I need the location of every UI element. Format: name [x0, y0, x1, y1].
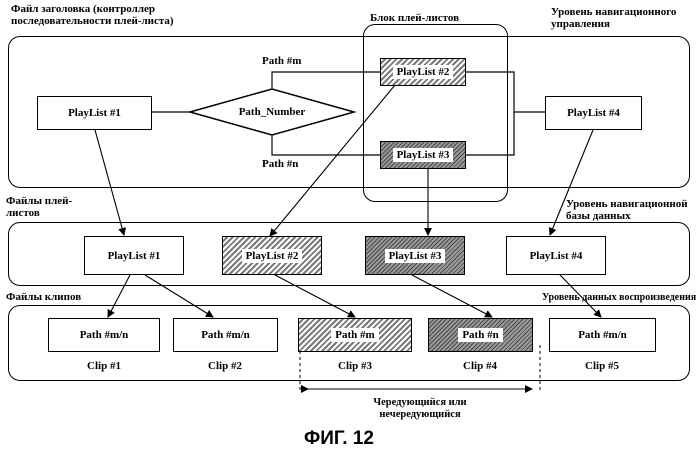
clip-4-box: Path #n [428, 318, 533, 352]
path-m-label: Path #m [262, 55, 301, 67]
file-playlist-3-text: PlayList #3 [385, 249, 446, 263]
clip-2-box: Path #m/n [173, 318, 278, 352]
clip-3-box-text: Path #m [331, 328, 378, 342]
path-number-label: Path_Number [222, 106, 322, 118]
nav-playlist-3-text: PlayList #3 [393, 148, 454, 162]
clip-4-box-text: Path #n [458, 328, 502, 342]
nav-playlist-4: PlayList #4 [545, 96, 642, 130]
nav-playlist-1: PlayList #1 [37, 96, 152, 130]
clip-5-label: Clip #5 [552, 360, 652, 372]
playlist-block-label: Блок плей-листов [370, 12, 459, 24]
nav-playlist-3: PlayList #3 [380, 141, 466, 169]
file-playlist-1: PlayList #1 [84, 236, 184, 275]
nav-db-level-label: Уровень навигационной базы данных [566, 198, 688, 222]
nav-playlist-2: PlayList #2 [380, 58, 466, 86]
clip-files-label: Файлы клипов [6, 291, 81, 303]
file-playlist-4: PlayList #4 [506, 236, 606, 275]
clip-3-box: Path #m [298, 318, 412, 352]
playlist-block-region [363, 24, 508, 202]
interleave-label: Чередующийся или нечередующийся [320, 397, 520, 421]
clip-2-label: Clip #2 [175, 360, 275, 372]
clip-4-label: Clip #4 [430, 360, 530, 372]
playlist-files-label: Файлы плей- листов [6, 195, 72, 219]
figure-caption: ФИГ. 12 [304, 428, 374, 450]
nav-level-label: Уровень навигационного управления [551, 6, 676, 30]
clip-3-label: Clip #3 [305, 360, 405, 372]
file-playlist-2: PlayList #2 [222, 236, 322, 275]
clip-5-box: Path #m/n [549, 318, 656, 352]
nav-playlist-2-text: PlayList #2 [393, 65, 454, 79]
file-playlist-2-text: PlayList #2 [242, 249, 303, 263]
path-n-label: Path #n [262, 158, 298, 170]
clip-1-box: Path #m/n [48, 318, 160, 352]
clip-1-label: Clip #1 [54, 360, 154, 372]
playback-level-label: Уровень данных воспроизведения [542, 292, 696, 304]
file-playlist-3: PlayList #3 [365, 236, 465, 275]
header-file-label: Файл заголовка (контроллер последователь… [11, 3, 174, 27]
